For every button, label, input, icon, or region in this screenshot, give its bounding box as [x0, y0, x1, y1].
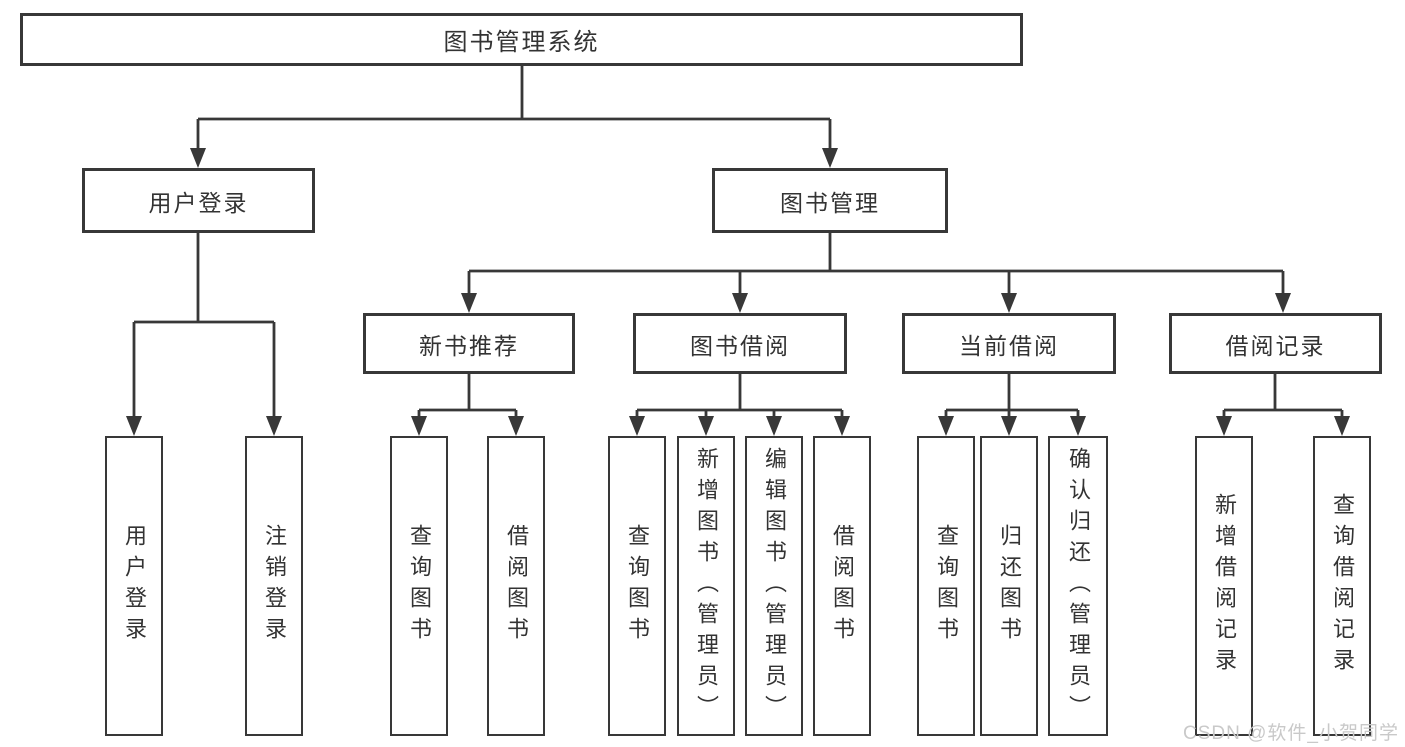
node-label: 新书推荐 [419, 332, 519, 359]
node-label: 图书借阅 [690, 332, 790, 359]
leaf-query-books-current: 查询图书 [917, 436, 975, 736]
leaf-label: 查询图书 [407, 524, 432, 648]
node-current-borrow: 当前借阅 [902, 313, 1116, 374]
leaf-label: 借阅图书 [504, 524, 529, 648]
leaf-user-login: 用户登录 [105, 436, 163, 736]
leaf-return-books: 归还图书 [980, 436, 1038, 736]
node-book-management: 图书管理 [712, 168, 948, 233]
node-borrow-records: 借阅记录 [1169, 313, 1382, 374]
node-user-login: 用户登录 [82, 168, 315, 233]
leaf-label: 用户登录 [122, 524, 147, 648]
leaf-logout: 注销登录 [245, 436, 303, 736]
leaf-label: 查询图书 [625, 524, 650, 648]
leaf-add-borrow-record: 新增借阅记录 [1195, 436, 1253, 736]
leaf-label: 编辑图书（管理员） [762, 446, 787, 726]
leaf-label: 归还图书 [997, 524, 1022, 648]
leaf-borrow-books-recommend: 借阅图书 [487, 436, 545, 736]
leaf-edit-books-admin: 编辑图书（管理员） [745, 436, 803, 736]
node-book-borrow: 图书借阅 [633, 313, 847, 374]
leaf-label: 新增借阅记录 [1212, 493, 1237, 679]
arrowheads [126, 148, 1350, 436]
leaf-query-books-borrow: 查询图书 [608, 436, 666, 736]
leaf-query-books-recommend: 查询图书 [390, 436, 448, 736]
leaf-add-books-admin: 新增图书（管理员） [677, 436, 735, 736]
node-root: 图书管理系统 [20, 13, 1023, 66]
leaf-label: 查询图书 [934, 524, 959, 648]
node-label: 借阅记录 [1225, 332, 1326, 359]
leaf-label: 注销登录 [262, 524, 287, 648]
node-label: 图书管理系统 [443, 29, 600, 56]
node-label: 当前借阅 [959, 332, 1059, 359]
leaf-label: 新增图书（管理员） [694, 446, 719, 726]
node-new-book-recommend: 新书推荐 [363, 313, 575, 374]
leaf-label: 查询借阅记录 [1330, 493, 1355, 679]
leaf-label: 借阅图书 [830, 524, 855, 648]
leaf-confirm-return-admin: 确认归还（管理员） [1048, 436, 1108, 736]
leaf-label: 确认归还（管理员） [1066, 446, 1091, 726]
csdn-watermark: CSDN @软件_小贺同学 [1183, 723, 1399, 744]
leaf-borrow-books: 借阅图书 [813, 436, 871, 736]
leaf-query-borrow-record: 查询借阅记录 [1313, 436, 1371, 736]
node-label: 用户登录 [148, 189, 249, 216]
node-label: 图书管理 [780, 189, 880, 216]
